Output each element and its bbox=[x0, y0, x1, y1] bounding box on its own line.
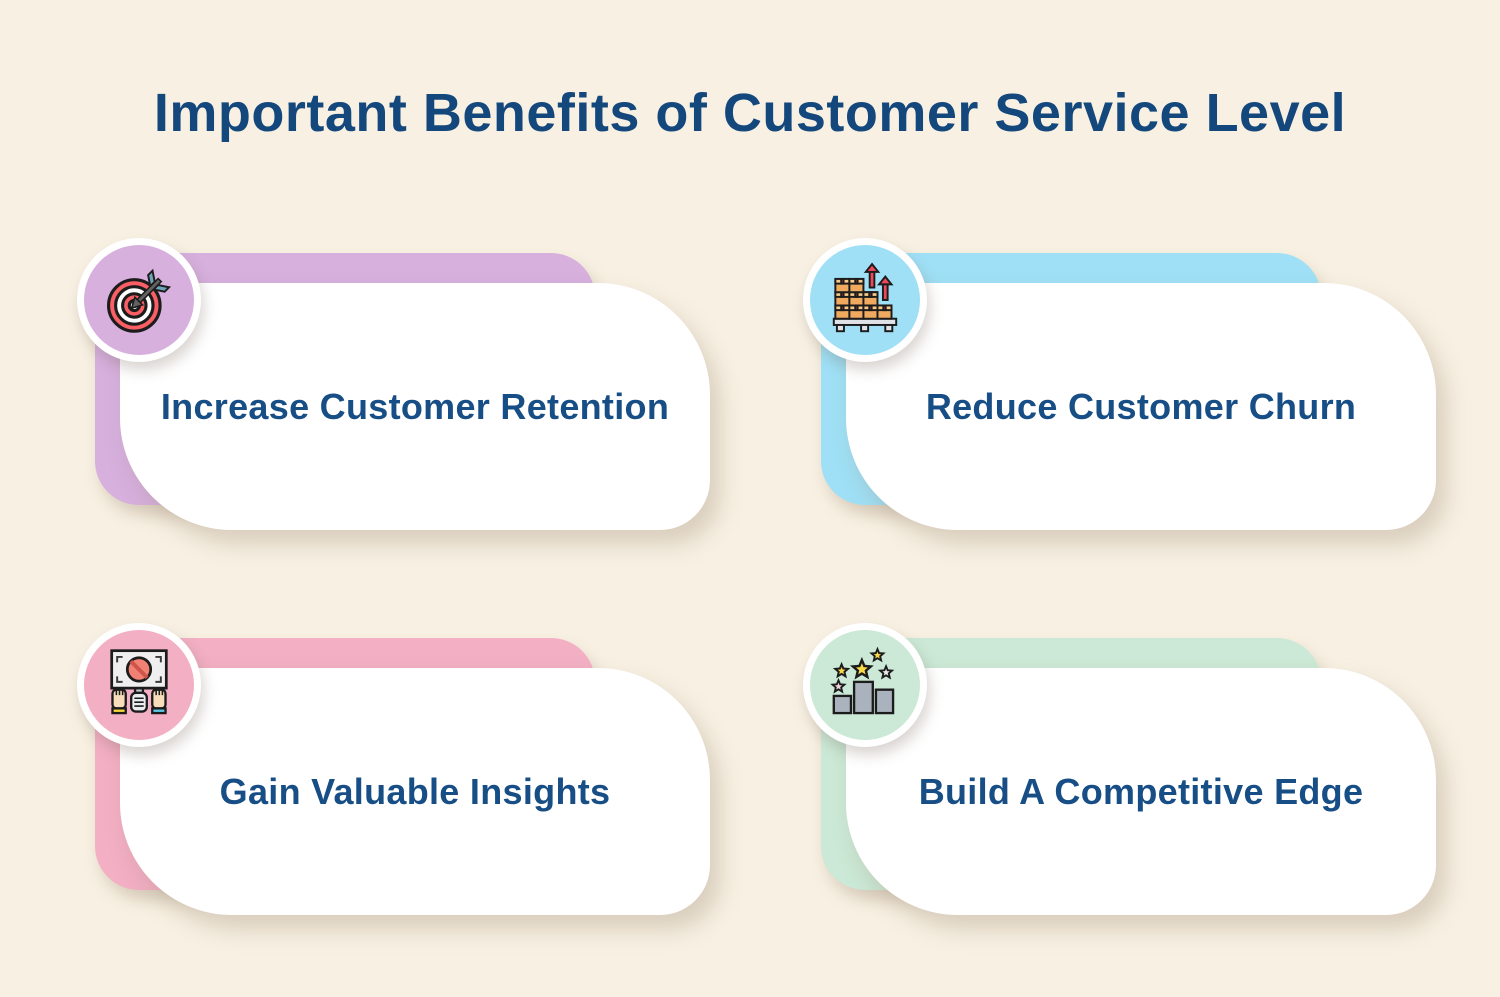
card-body: Gain Valuable Insights bbox=[120, 668, 710, 915]
protest-sign-icon bbox=[110, 649, 168, 715]
card-label: Gain Valuable Insights bbox=[219, 770, 611, 812]
icon-badge bbox=[77, 238, 201, 362]
benefit-card-build-a-competitive-edge: Build A Competitive Edge bbox=[803, 623, 1463, 933]
benefit-card-increase-customer-retention: Increase Customer Retention bbox=[77, 238, 737, 548]
target-icon bbox=[107, 268, 172, 333]
benefit-card-gain-valuable-insights: Gain Valuable Insights bbox=[77, 623, 737, 933]
benefit-card-reduce-customer-churn: Reduce Customer Churn bbox=[803, 238, 1463, 548]
ranking-podium-icon bbox=[831, 648, 895, 715]
card-label: Reduce Customer Churn bbox=[925, 385, 1357, 427]
card-label: Increase Customer Retention bbox=[160, 385, 670, 427]
card-body: Build A Competitive Edge bbox=[846, 668, 1436, 915]
icon-badge bbox=[77, 623, 201, 747]
icon-badge bbox=[803, 623, 927, 747]
icon-badge bbox=[803, 238, 927, 362]
page-title: Important Benefits of Customer Service L… bbox=[153, 83, 1347, 143]
card-body: Increase Customer Retention bbox=[120, 283, 710, 530]
inventory-boxes-icon bbox=[832, 262, 898, 333]
card-body: Reduce Customer Churn bbox=[846, 283, 1436, 530]
card-label: Build A Competitive Edge bbox=[918, 770, 1364, 812]
